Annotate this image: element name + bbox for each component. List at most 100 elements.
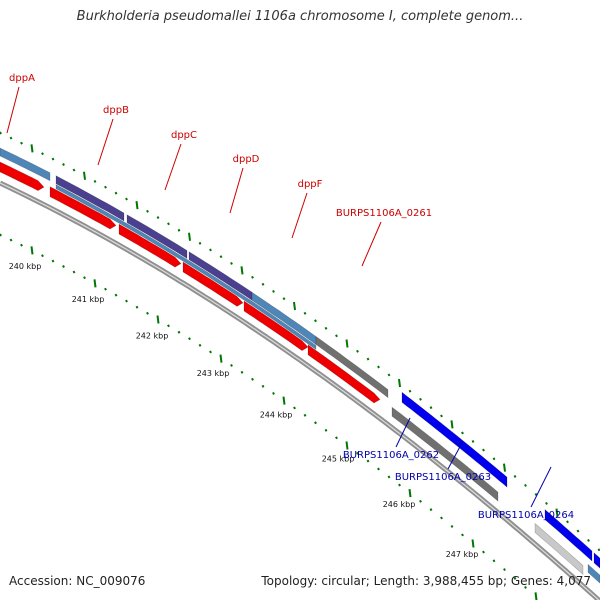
major-tick (293, 301, 296, 311)
minor-tick (534, 492, 538, 496)
minor-tick (324, 326, 328, 330)
forward-cds-arrow[interactable] (0, 161, 45, 191)
gene-bar-underlay[interactable] (55, 184, 317, 351)
minor-tick (104, 287, 107, 291)
gene-bar[interactable] (55, 175, 125, 222)
minor-tick (366, 459, 370, 463)
gene-bar[interactable] (315, 335, 389, 399)
minor-tick (482, 448, 485, 452)
minor-tick (314, 319, 317, 323)
major-tick (188, 232, 191, 241)
minor-tick (51, 259, 55, 263)
label-leader-line (447, 440, 464, 470)
minor-tick (156, 216, 160, 219)
minor-tick (114, 293, 118, 297)
minor-tick (167, 324, 170, 328)
minor-tick (597, 548, 600, 552)
genome-backbone (0, 180, 600, 600)
minor-tick (198, 241, 202, 245)
minor-tick (471, 440, 475, 443)
minor-tick (492, 457, 496, 461)
reverse-cds-arrow[interactable] (593, 552, 600, 569)
gene-bar-track (0, 147, 389, 399)
minor-tick (72, 270, 76, 274)
gene-bar[interactable] (0, 147, 51, 182)
minor-tick (9, 136, 13, 140)
label-leader-line (395, 417, 411, 448)
reverse-gene-bar[interactable] (587, 563, 600, 584)
forward-cds-arrow[interactable] (307, 344, 381, 404)
forward-gene-label[interactable]: BURPS1106A_0261 (336, 208, 432, 219)
minor-tick (513, 577, 517, 580)
minor-tick (146, 209, 149, 213)
forward-cds-arrow[interactable] (182, 261, 244, 307)
minor-tick (93, 179, 97, 183)
minor-tick (387, 373, 391, 377)
scale-tick-label: 240 kbp (9, 262, 42, 271)
forward-cds-arrow[interactable] (243, 300, 309, 351)
minor-tick (219, 255, 223, 259)
minor-tick (125, 299, 128, 303)
scale-tick-label: 247 kbp (446, 550, 479, 559)
reverse-gene-labels: BURPS1106A_0262BURPS1106A_0263BURPS1106A… (343, 417, 574, 521)
minor-tick (209, 350, 212, 354)
map-title: Burkholderia pseudomallei 1106a chromoso… (76, 9, 524, 24)
minor-tick (135, 305, 139, 309)
forward-gene-label[interactable]: dppF (298, 179, 323, 190)
major-tick (555, 508, 559, 517)
major-tick (471, 539, 475, 548)
minor-tick (335, 334, 338, 338)
minor-tick (198, 343, 202, 347)
reverse-cds-arrow[interactable] (459, 437, 508, 488)
minor-tick (293, 406, 296, 410)
gene-bar[interactable] (126, 214, 188, 260)
minor-tick (72, 168, 76, 172)
minor-tick (440, 414, 443, 418)
reverse-gene-bar[interactable] (534, 522, 584, 576)
minor-tick (20, 243, 23, 247)
forward-cds-arrow[interactable] (118, 223, 182, 268)
minor-tick (576, 529, 580, 533)
forward-gene-label[interactable]: dppB (103, 105, 129, 116)
major-tick (156, 315, 160, 324)
minor-tick (282, 297, 286, 301)
forward-gene-label[interactable]: dppC (171, 130, 197, 141)
reverse-gene-bar[interactable] (391, 406, 499, 502)
forward-gene-label[interactable]: dppA (9, 73, 35, 84)
major-tick (282, 396, 286, 405)
minor-tick (440, 516, 443, 520)
minor-tick (104, 185, 107, 189)
minor-tick (524, 585, 527, 589)
minor-tick (429, 508, 433, 512)
minor-tick (461, 431, 464, 435)
minor-tick (261, 384, 265, 388)
minor-tick (125, 197, 128, 201)
minor-tick (272, 392, 275, 395)
minor-tick (177, 330, 181, 334)
label-leader-line (530, 466, 552, 508)
minor-tick (513, 475, 517, 478)
backbone-highlight (0, 182, 600, 600)
reverse-gene-label[interactable]: BURPS1106A_0263 (395, 472, 491, 483)
reverse-cds-arrow[interactable] (544, 508, 593, 562)
minor-tick (366, 357, 370, 361)
forward-gene-label[interactable]: dppD (233, 154, 260, 165)
label-leader-line (291, 192, 308, 239)
reverse-gene-label[interactable]: BURPS1106A_0264 (478, 510, 574, 521)
minor-tick (83, 276, 86, 280)
scale-tick-row (0, 233, 538, 600)
minor-tick (41, 152, 44, 156)
minor-tick (303, 311, 307, 315)
major-tick (534, 592, 538, 600)
forward-cds-arrow[interactable] (49, 186, 117, 230)
minor-tick (356, 451, 359, 455)
major-tick (30, 246, 34, 255)
minor-tick (524, 483, 527, 487)
scale-tick-label: 242 kbp (136, 331, 169, 340)
major-tick (408, 489, 412, 498)
minor-tick (461, 533, 464, 537)
reverse-gene-label[interactable]: BURPS1106A_0262 (343, 450, 439, 461)
backbone-track (0, 180, 600, 600)
